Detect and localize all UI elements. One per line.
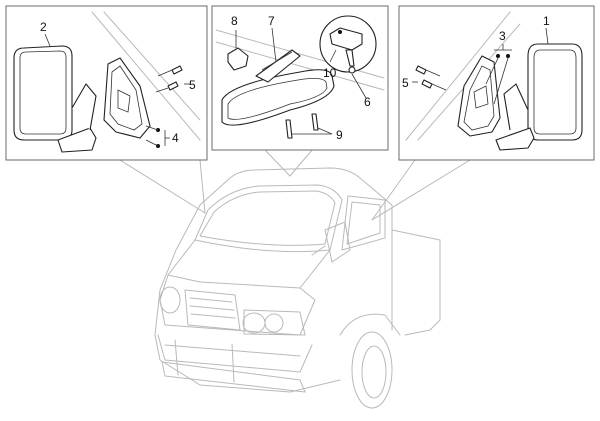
callout-1: 1 (543, 14, 550, 28)
callout-8: 8 (231, 14, 238, 28)
mirror-stay-right (503, 83, 529, 131)
mirror-stay-left (71, 83, 97, 131)
left-mirror-assembly (13, 11, 201, 153)
mirror-stem-7 (255, 49, 301, 83)
screw-9-a (285, 119, 293, 139)
screw-5-left-a (171, 65, 183, 75)
screw-5-right-a (415, 65, 427, 75)
mirror-head-left (13, 45, 73, 141)
stem-cover-8 (227, 47, 249, 71)
screw-9-b (311, 113, 319, 131)
mirror-arm-right (495, 127, 535, 151)
callout-6: 6 (364, 95, 371, 109)
interior-mirror-assembly (215, 15, 385, 139)
mirror-head-right (527, 43, 583, 141)
callout-3: 3 (499, 29, 506, 43)
mirror-arm-left (57, 127, 97, 153)
mirror-base-left (103, 57, 151, 139)
rear-view-mirror-body (221, 69, 335, 126)
right-mirror-assembly (405, 11, 583, 151)
callout-7: 7 (268, 14, 275, 28)
clip-3-dot-b (506, 54, 510, 58)
mount-button-10 (329, 27, 363, 51)
callout-9: 9 (336, 128, 343, 142)
callout-5-right: 5 (402, 76, 409, 90)
callout-4: 4 (172, 131, 179, 145)
van-illustration (154, 167, 441, 409)
screw-5-left-b (167, 81, 179, 91)
callout-2: 2 (40, 20, 47, 34)
callout-10: 10 (323, 66, 337, 80)
panel-connector-lines (119, 149, 471, 221)
screw-5-right-b (421, 79, 433, 89)
clip-3-dot-a (496, 54, 500, 58)
callout-5-left: 5 (189, 78, 196, 92)
